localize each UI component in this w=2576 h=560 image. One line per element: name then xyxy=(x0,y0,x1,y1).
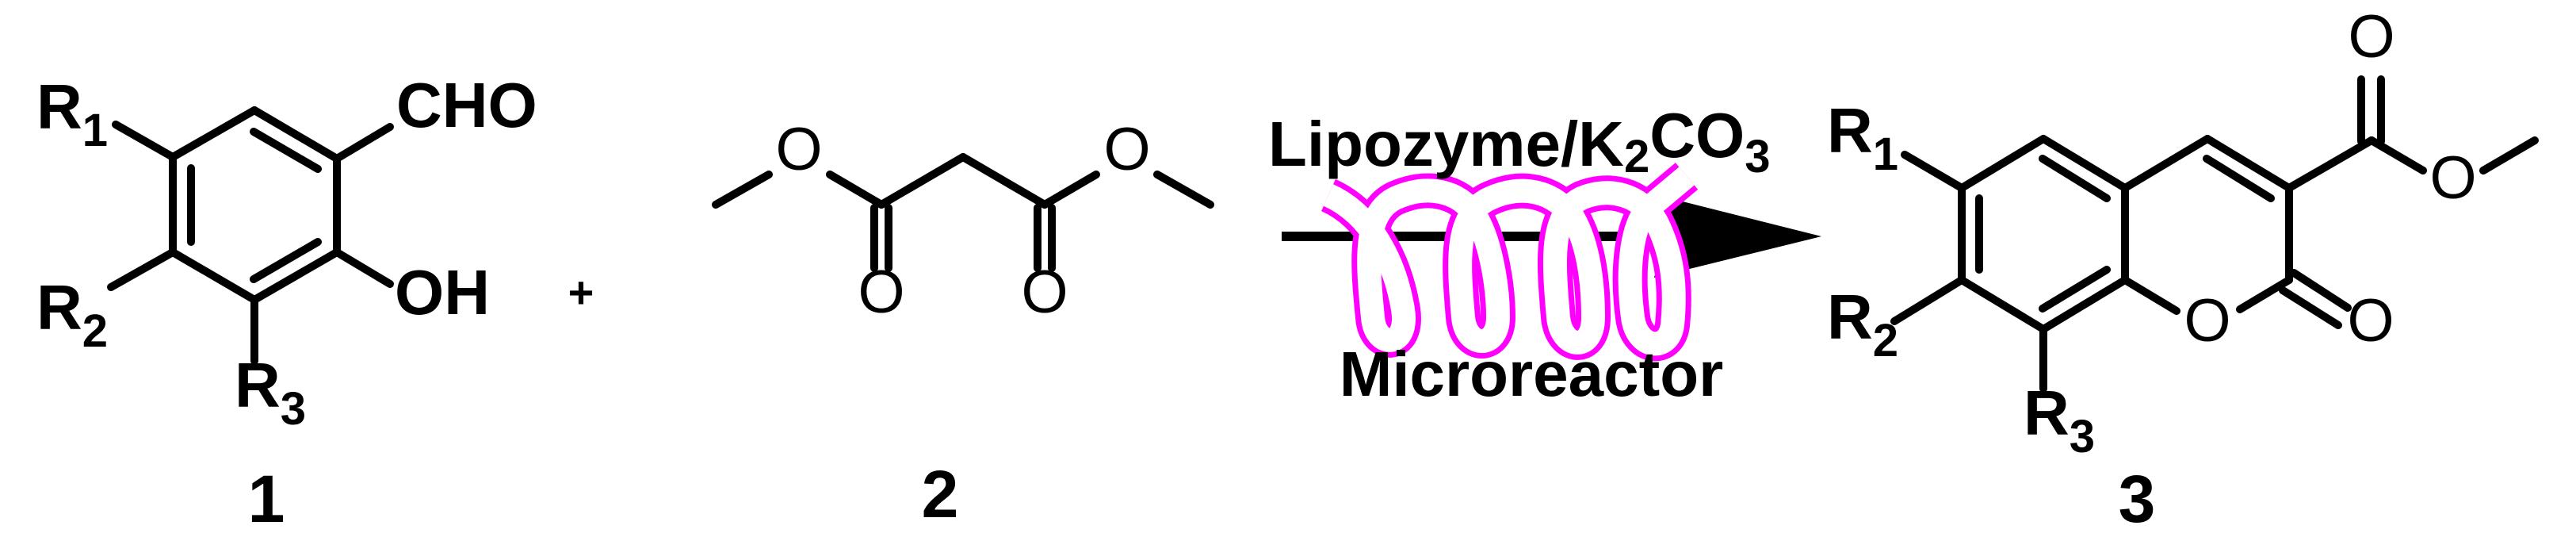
benzene-ring xyxy=(169,106,341,304)
product-r3-label: R3 xyxy=(2024,378,2095,462)
ester-carbonyl-oxygen: O xyxy=(2348,3,2394,71)
lactone-carbonyl-oxygen: O xyxy=(2347,287,2394,355)
carbonyl-oxygen-left: O xyxy=(858,259,904,326)
ester-oxygen-right: O xyxy=(1103,116,1150,183)
product-r1-label: R1 xyxy=(1827,95,1898,180)
microreactor-coil-icon xyxy=(1320,163,1699,362)
compound-number-1: 1 xyxy=(248,462,285,536)
compound-number-3: 3 xyxy=(2119,462,2156,536)
product-structure: O O O O R1 R2 R3 xyxy=(1827,3,2539,462)
aldehyde-group-label: CHO xyxy=(396,70,537,140)
hydroxyl-group-label: OH xyxy=(395,257,490,328)
carbonyl-oxygen-right: O xyxy=(1021,259,1068,326)
arrowhead-icon xyxy=(1654,194,1821,278)
ester-oxygen-left: O xyxy=(775,116,822,183)
cho-bond xyxy=(333,123,394,163)
r2-label: R2 xyxy=(36,272,108,357)
ring-oxygen: O xyxy=(2184,287,2230,355)
r1-bond xyxy=(112,121,177,161)
reactant-2-structure: O O O O xyxy=(712,116,1214,326)
compound-number-2: 2 xyxy=(922,457,959,531)
condition-label: Microreactor xyxy=(1340,339,1724,409)
product-r2-label: R2 xyxy=(1827,282,1898,366)
oh-bond xyxy=(333,248,394,288)
plus-sign: + xyxy=(568,267,594,317)
r3-label: R3 xyxy=(235,350,306,435)
ester-oxygen: O xyxy=(2429,144,2476,212)
reagent-label: Lipozyme/K2CO3 xyxy=(1268,100,1770,182)
r1-label: R1 xyxy=(36,71,108,156)
product-r1-bond xyxy=(1901,151,1966,192)
product-r2-bond xyxy=(1890,276,1966,325)
reactant-1-structure: R1 R2 R3 CHO OH xyxy=(36,70,537,435)
r2-bond xyxy=(107,248,177,291)
